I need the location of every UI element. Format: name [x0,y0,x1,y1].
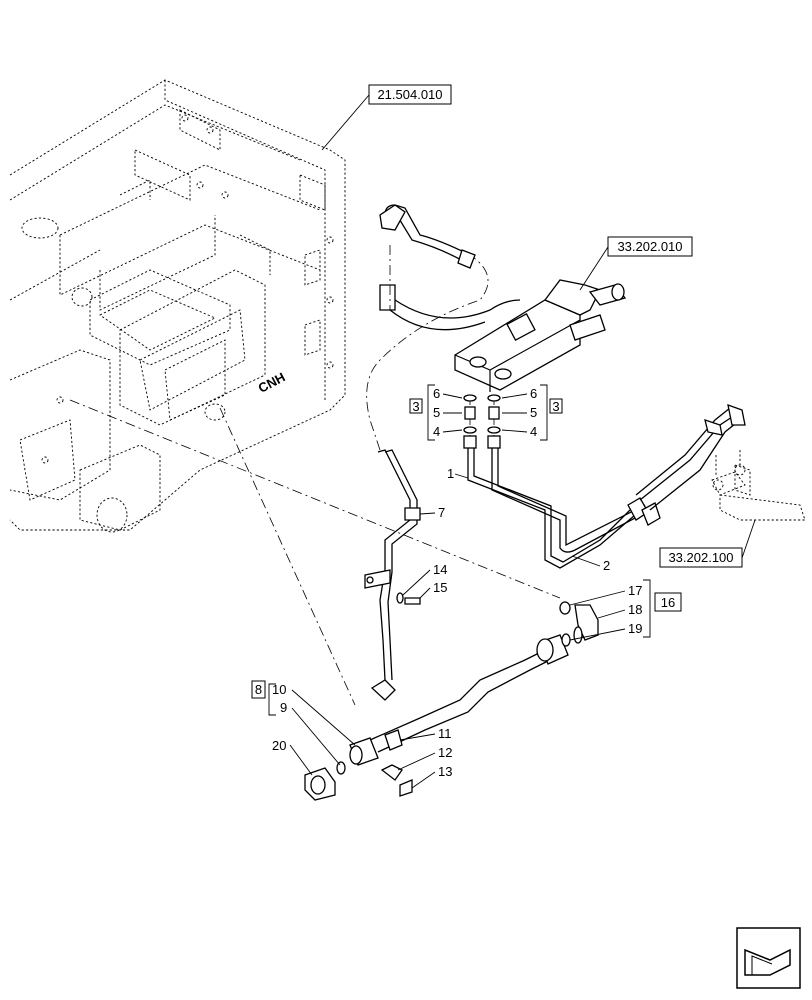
callout-15: 15 [433,580,447,595]
callout-14: 14 [433,562,447,577]
callout-20: 20 [272,738,286,753]
callout-5-left: 5 [433,405,440,420]
callout-9: 9 [280,700,287,715]
reference-box-33202010[interactable]: 33.202.010 [607,236,693,257]
group-8[interactable]: 8 [251,680,276,716]
housing-logo: CNH [256,369,288,395]
callout-2: 2 [603,558,610,573]
centerlines [69,245,561,706]
callout-4-left: 4 [433,424,440,439]
transmission-housing: CNH [9,79,346,533]
svg-text:3: 3 [552,399,559,414]
callout-19: 19 [628,621,642,636]
group-3-right[interactable]: 3 [540,384,563,441]
callout-10: 10 [272,682,286,697]
svg-text:33.202.100: 33.202.100 [668,550,733,565]
svg-text:33.202.010: 33.202.010 [617,239,682,254]
callout-4-right: 4 [530,424,537,439]
group-3-left[interactable]: 3 [409,384,435,441]
reference-box-33202100[interactable]: 33.202.100 [659,547,743,568]
svg-text:3: 3 [412,399,419,414]
remote-valve-fittings [711,450,806,521]
group-16[interactable]: 16 [643,579,682,638]
arrow-back-icon[interactable] [736,927,801,989]
fittings-4-5-6 [463,394,501,449]
callout-17: 17 [628,583,642,598]
callout-12: 12 [438,745,452,760]
callout-11: 11 [438,726,452,741]
callout-18: 18 [628,602,642,617]
reference-box-21504010[interactable]: 21.504.010 [368,84,452,105]
svg-text:21.504.010: 21.504.010 [377,87,442,102]
svg-text:8: 8 [255,682,262,697]
svg-text:16: 16 [661,595,675,610]
callout-6-left: 6 [433,386,440,401]
pipes-1-2 [467,404,746,569]
callout-1: 1 [447,466,454,481]
wiring-harness [379,204,521,331]
callout-13: 13 [438,764,452,779]
callout-7: 7 [438,505,445,520]
callout-6-right: 6 [530,386,537,401]
control-valve [454,279,627,392]
hose-assembly [304,634,569,801]
pipe-7 [364,449,421,701]
elbow-fitting-18 [559,601,599,647]
callout-5-right: 5 [530,405,537,420]
